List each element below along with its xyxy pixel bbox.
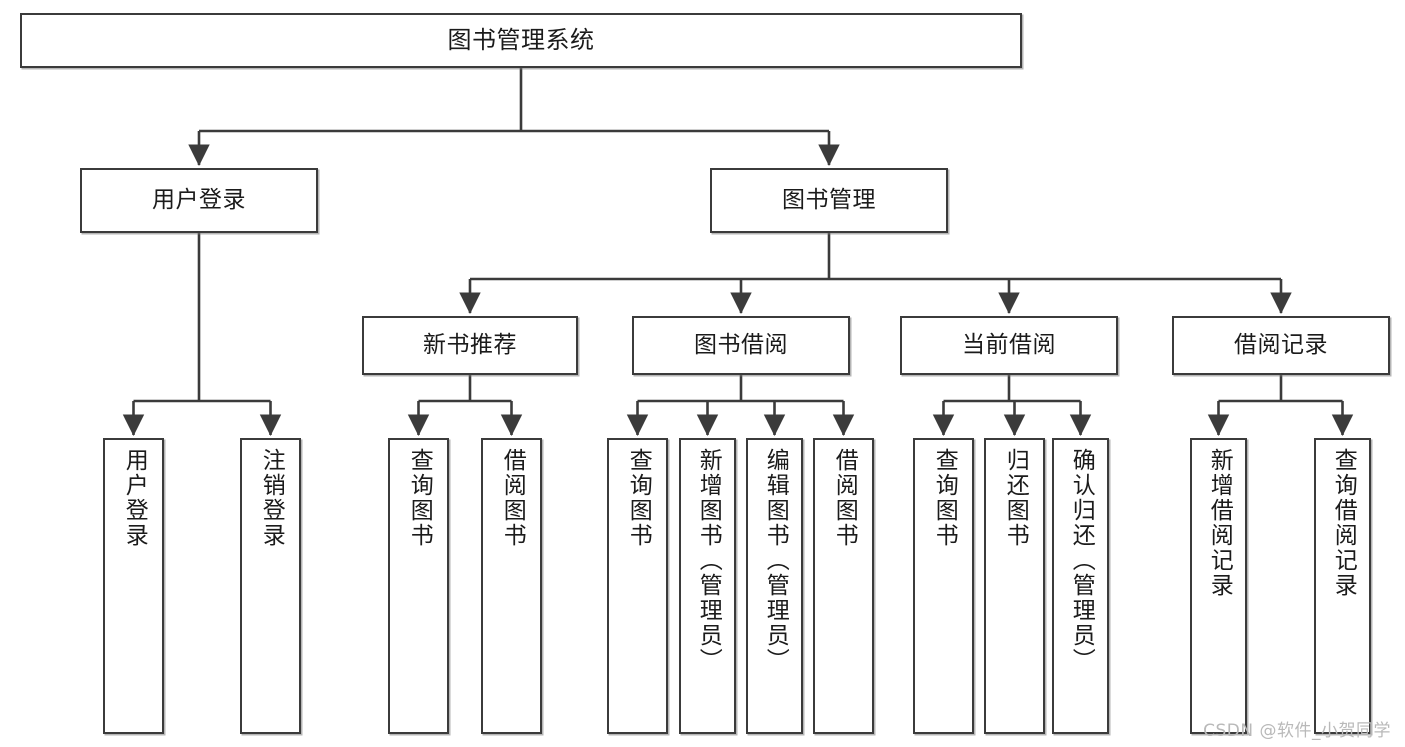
node-leaf-nb-query[interactable]: 查询图书 <box>388 438 449 734</box>
node-label: 查询图书 <box>625 448 652 548</box>
node-label: 借阅记录 <box>1234 331 1328 358</box>
node-leaf-user-logout[interactable]: 注销登录 <box>240 438 301 734</box>
node-borrow[interactable]: 图书借阅 <box>632 316 850 375</box>
node-label: 用户登录 <box>121 448 148 548</box>
node-label: 借阅图书 <box>831 448 858 548</box>
node-label: 当前借阅 <box>962 331 1056 358</box>
node-label: 图书管理系统 <box>447 26 595 55</box>
node-leaf-nb-borrow[interactable]: 借阅图书 <box>481 438 542 734</box>
node-label: 查询图书 <box>931 448 958 548</box>
node-label: 借阅图书 <box>499 448 526 548</box>
node-leaf-rc-query[interactable]: 查询借阅记录 <box>1314 438 1371 734</box>
node-newbook[interactable]: 新书推荐 <box>362 316 578 375</box>
node-leaf-bw-edit[interactable]: 编辑图书（管理员） <box>746 438 803 734</box>
node-label: 查询借阅记录 <box>1330 448 1357 598</box>
node-label: 新增图书（管理员） <box>695 448 722 673</box>
watermark-text: CSDN @软件_小贺同学 <box>1203 721 1391 741</box>
node-label: 新增借阅记录 <box>1206 448 1233 598</box>
node-current[interactable]: 当前借阅 <box>900 316 1118 375</box>
node-leaf-bw-lend[interactable]: 借阅图书 <box>813 438 874 734</box>
node-label: 注销登录 <box>258 448 285 548</box>
node-leaf-cu-query[interactable]: 查询图书 <box>913 438 974 734</box>
node-bookmgmt[interactable]: 图书管理 <box>710 168 948 233</box>
node-leaf-bw-query[interactable]: 查询图书 <box>607 438 668 734</box>
node-leaf-cu-confirm[interactable]: 确认归还（管理员） <box>1052 438 1109 734</box>
node-records[interactable]: 借阅记录 <box>1172 316 1390 375</box>
node-label: 归还图书 <box>1002 448 1029 548</box>
node-login[interactable]: 用户登录 <box>80 168 318 233</box>
node-leaf-user-login[interactable]: 用户登录 <box>103 438 164 734</box>
node-label: 确认归还（管理员） <box>1068 448 1095 673</box>
node-label: 用户登录 <box>152 186 246 213</box>
node-label: 查询图书 <box>406 448 433 548</box>
node-label: 图书管理 <box>782 186 876 213</box>
node-leaf-bw-add[interactable]: 新增图书（管理员） <box>679 438 736 734</box>
node-label: 新书推荐 <box>423 331 517 358</box>
node-root[interactable]: 图书管理系统 <box>20 13 1022 68</box>
node-label: 编辑图书（管理员） <box>762 448 789 673</box>
node-label: 图书借阅 <box>694 331 788 358</box>
node-leaf-cu-return[interactable]: 归还图书 <box>984 438 1045 734</box>
node-leaf-rc-add[interactable]: 新增借阅记录 <box>1190 438 1247 734</box>
